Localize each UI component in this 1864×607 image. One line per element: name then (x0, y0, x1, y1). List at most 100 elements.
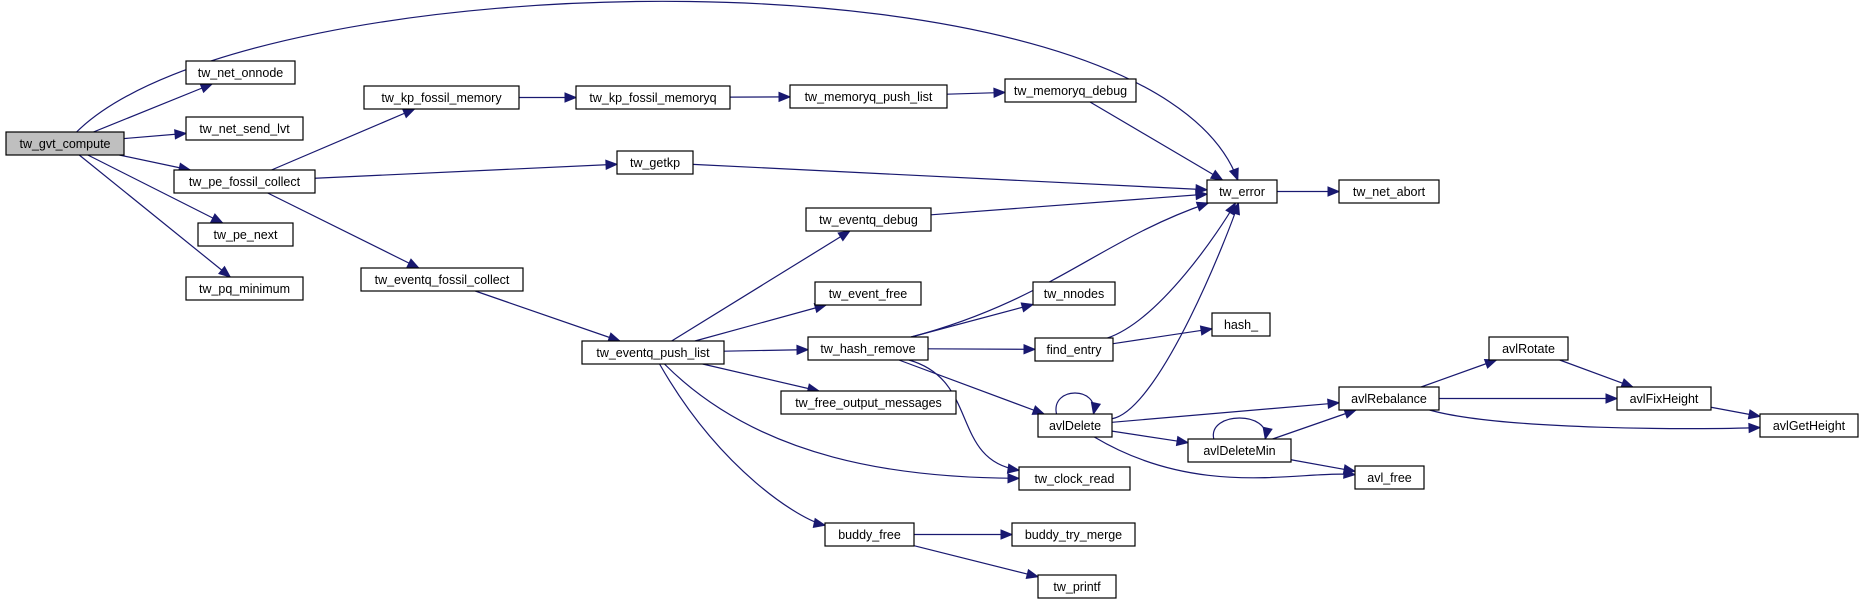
function-node-tw-clock-read[interactable]: tw_clock_read (1018, 466, 1131, 491)
function-node-tw-net-onnode[interactable]: tw_net_onnode (185, 60, 296, 85)
node-box (1759, 413, 1859, 438)
call-edge-line (913, 545, 1039, 578)
call-edge-tw_eventq_push_list-to-tw_event_free (694, 302, 828, 342)
call-edge-line (475, 290, 620, 342)
call-edge-tw_hash_remove-to-avlDelete (898, 359, 1046, 415)
call-edge-buddy_free-to-tw_printf (913, 545, 1040, 580)
arrowhead (1342, 464, 1357, 475)
function-node-tw-kp-fossil-memoryq[interactable]: tw_kp_fossil_memoryq (575, 85, 731, 110)
function-node-avlDelete[interactable]: avlDelete (1037, 413, 1113, 438)
node-label: tw_pe_next (214, 228, 278, 242)
function-node-avlDeleteMin[interactable]: avlDeleteMin (1187, 438, 1292, 463)
call-edge-tw_kp_fossil_memoryq-to-tw_memoryq_push_list (729, 91, 792, 103)
arrowhead (210, 213, 224, 224)
arrowhead (778, 91, 792, 103)
call-edge-line (1272, 409, 1357, 440)
function-node-tw-getkp[interactable]: tw_getkp (616, 150, 694, 175)
node-label: buddy_free (838, 528, 901, 542)
function-nodes: tw_gvt_compute tw_net_onnode tw_net_send_l… (5, 60, 1859, 599)
call-edge-tw_eventq_push_list-to-tw_free_output_messages (702, 363, 821, 394)
call-edge-avlFixHeight-to-avlGetHeight (1710, 406, 1762, 420)
call-edge-line (1420, 359, 1497, 388)
node-label: tw_eventq_debug (819, 213, 918, 227)
arrowhead (1175, 435, 1190, 447)
call-edge-tw_hash_remove-to-tw_nnodes (910, 302, 1035, 338)
node-box (1037, 574, 1117, 599)
node-label: tw_event_free (829, 287, 908, 301)
function-node-tw-eventq-debug[interactable]: tw_eventq_debug (805, 207, 932, 232)
arrowhead (199, 83, 214, 94)
function-node-tw-free-output-messages[interactable]: tw_free_output_messages (780, 390, 957, 415)
node-label: tw_clock_read (1035, 472, 1115, 486)
function-node-tw-printf[interactable]: tw_printf (1037, 574, 1117, 599)
function-node-tw-memoryq-debug[interactable]: tw_memoryq_debug (1004, 78, 1137, 103)
arrowhead (1020, 302, 1035, 313)
function-node-avl-free[interactable]: avl_free (1354, 465, 1425, 490)
node-box (1037, 413, 1113, 438)
function-node-tw-error[interactable]: tw_error (1206, 179, 1278, 204)
arrowhead (1228, 167, 1239, 182)
node-box (824, 522, 915, 547)
function-node-tw-pe-fossil-collect[interactable]: tw_pe_fossil_collect (173, 169, 316, 194)
arrowhead (1090, 401, 1102, 416)
call-edge-tw_hash_remove-to-find_entry (927, 344, 1037, 355)
node-box (581, 340, 725, 365)
node-box (1616, 386, 1712, 411)
call-edge-tw_memoryq_push_list-to-tw_memoryq_debug (946, 87, 1007, 99)
arrowhead (1262, 426, 1273, 441)
node-label: avlDelete (1049, 419, 1101, 433)
call-edge-tw_error-to-tw_net_abort (1277, 186, 1341, 197)
node-box (1338, 179, 1440, 204)
node-label: tw_memoryq_push_list (805, 90, 933, 104)
call-edge-line (671, 230, 851, 342)
call-edge-tw_eventq_debug-to-tw_error (930, 189, 1209, 216)
call-edge-line (898, 359, 1045, 415)
node-label: avlFixHeight (1630, 392, 1699, 406)
function-node-tw-hash-remove[interactable]: tw_hash_remove (807, 336, 929, 361)
node-box (185, 60, 296, 85)
call-edge-line (910, 303, 1034, 338)
function-node-avlFixHeight[interactable]: avlFixHeight (1616, 386, 1712, 411)
function-node-tw-kp-fossil-memory[interactable]: tw_kp_fossil_memory (363, 85, 520, 110)
call-edge-line (659, 363, 826, 526)
call-edge-tw_hash_remove-to-tw_error (911, 201, 1210, 338)
function-node-find-entry[interactable]: find_entry (1034, 337, 1114, 362)
node-box (185, 116, 304, 141)
call-edge-line (119, 154, 191, 171)
arrowhead (564, 92, 578, 103)
node-box (5, 131, 125, 156)
function-node-tw-pe-next[interactable]: tw_pe_next (197, 222, 294, 247)
function-node-tw-event-free[interactable]: tw_event_free (814, 281, 922, 306)
function-node-tw-eventq-fossil-collect[interactable]: tw_eventq_fossil_collect (360, 267, 524, 292)
node-label: tw_kp_fossil_memoryq (589, 91, 716, 105)
function-node-tw-eventq-push-list[interactable]: tw_eventq_push_list (581, 340, 725, 365)
arrowhead (401, 108, 416, 119)
node-label: tw_pq_minimum (199, 282, 290, 296)
node-label: tw_nnodes (1044, 287, 1104, 301)
call-edge-avlDeleteMin-to-avl_free (1290, 459, 1357, 475)
node-label: tw_pe_fossil_collect (189, 175, 301, 189)
function-node-avlRotate[interactable]: avlRotate (1488, 336, 1569, 361)
function-node-avlRebalance[interactable]: avlRebalance (1338, 386, 1440, 411)
function-node-tw-nnodes[interactable]: tw_nnodes (1032, 281, 1116, 306)
arrowhead (1327, 186, 1341, 197)
call-edge-avlDelete-to-avlRebalance (1111, 398, 1341, 423)
function-node-tw-pq-minimum[interactable]: tw_pq_minimum (185, 276, 304, 301)
call-edge-line (1055, 392, 1095, 415)
arrowhead (1229, 201, 1241, 216)
function-node-tw-memoryq-push-list[interactable]: tw_memoryq_push_list (789, 84, 948, 109)
arrowhead (1327, 398, 1341, 410)
function-node-buddy-free[interactable]: buddy_free (824, 522, 915, 547)
node-box (360, 267, 524, 292)
function-node-tw-net-send-lvt[interactable]: tw_net_send_lvt (185, 116, 304, 141)
call-edge-tw_pe_fossil_collect-to-tw_getkp (314, 159, 619, 179)
call-edge-line (1112, 328, 1213, 345)
function-node-avlGetHeight[interactable]: avlGetHeight (1759, 413, 1859, 438)
node-label: tw_memoryq_debug (1014, 84, 1127, 98)
function-node-tw-gvt-compute[interactable]: tw_gvt_compute (5, 131, 125, 156)
function-node-tw-net-abort[interactable]: tw_net_abort (1338, 179, 1440, 204)
function-node-hash-[interactable]: hash_ (1211, 312, 1271, 337)
arrowhead (218, 265, 232, 278)
function-node-buddy-try-merge[interactable]: buddy_try_merge (1011, 522, 1136, 547)
node-box (814, 281, 922, 306)
